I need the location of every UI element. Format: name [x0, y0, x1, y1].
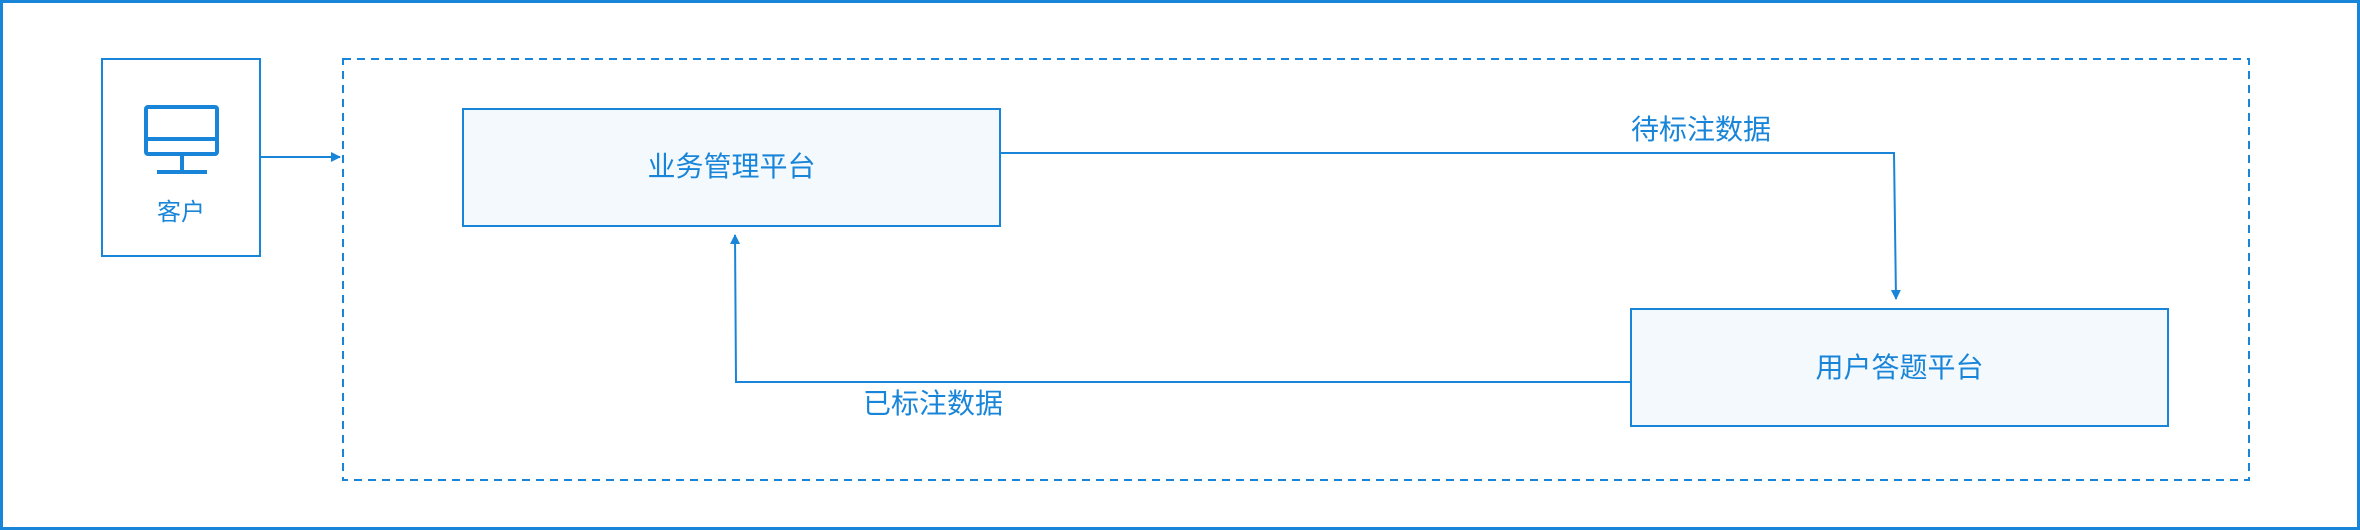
edge-to-business-platform [730, 234, 1631, 383]
user-platform-box[interactable] [1630, 308, 2169, 427]
system-boundary [342, 58, 2250, 481]
user-platform-label: 用户答题平台 [1815, 351, 1984, 384]
client-box[interactable] [101, 58, 261, 257]
edge-label-done: 已标注数据 [863, 387, 1004, 420]
business-platform-box[interactable] [462, 108, 1001, 227]
edge-label-pending: 待标注数据 [1631, 113, 1772, 146]
business-platform-label: 业务管理平台 [647, 150, 816, 183]
monitor-icon [144, 105, 219, 174]
client-label: 客户 [157, 198, 205, 226]
edge-to-user-platform [1000, 152, 1901, 300]
